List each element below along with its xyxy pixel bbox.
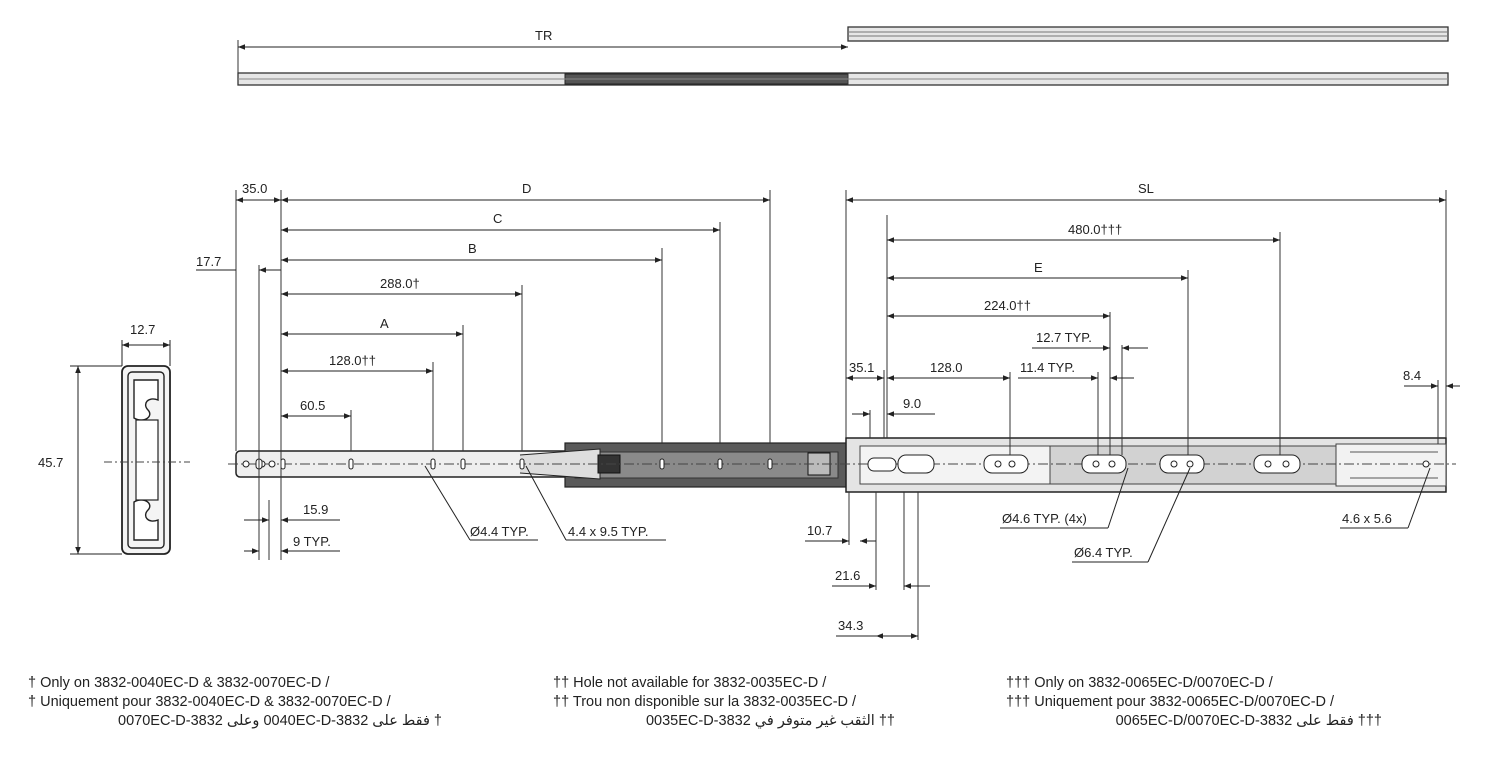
dim-sl: SL	[1138, 181, 1154, 196]
dim-8-4: 8.4	[1403, 368, 1421, 383]
dim-35-1: 35.1	[849, 360, 874, 375]
callout-slot-4-6x5-6: 4.6 x 5.6	[1342, 511, 1392, 526]
dim-15-9: 15.9	[303, 502, 328, 517]
callout-hole-4-4: Ø4.4 TYP.	[470, 524, 529, 539]
dim-tr: TR	[535, 28, 552, 43]
travel-view	[237, 26, 1449, 86]
footnote-line: ††† Uniquement pour 3832-0065EC-D/0070EC…	[1006, 694, 1335, 710]
dim-45-7: 45.7	[38, 455, 63, 470]
footnotes: † Only on 3832-0040EC-D & 3832-0070EC-D …	[0, 670, 1500, 768]
footnote-line: †† الثقب غير متوفر في 3832-0035EC-D	[645, 713, 895, 729]
dim-34-3: 34.3	[838, 618, 863, 633]
dim-11-4-typ: 11.4 TYP.	[1020, 360, 1075, 375]
dim-b: B	[468, 241, 477, 256]
slide-technical-drawing: TR 12.7 45.7	[38, 26, 1460, 640]
dim-288-0: 288.0†	[380, 276, 420, 291]
dim-10-7: 10.7	[807, 523, 832, 538]
dim-9-0: 9.0	[903, 396, 921, 411]
footnote-line: †† Hole not available for 3832-0035EC-D …	[553, 675, 827, 691]
dim-128-0-dagger: 128.0††	[329, 353, 376, 368]
callout-slot-4-4x9-5: 4.4 x 9.5 TYP.	[568, 524, 648, 539]
footnote-single-dagger: † Only on 3832-0040EC-D & 3832-0070EC-D …	[28, 674, 442, 731]
dim-12-7: 12.7	[130, 322, 155, 337]
footnote-triple-dagger: ††† Only on 3832-0065EC-D/0070EC-D / †††…	[1006, 674, 1382, 731]
footnote-line: † فقط على 3832-0040EC-D وعلى 3832-0070EC…	[118, 713, 442, 729]
outer-slots	[867, 454, 1430, 474]
dim-c: C	[493, 211, 502, 226]
upper-rail-extended	[847, 26, 1449, 42]
slide-side-view	[196, 190, 1460, 640]
dim-e: E	[1034, 260, 1043, 275]
dim-12-7-typ: 12.7 TYP.	[1036, 330, 1092, 345]
callout-hole-6-4: Ø6.4 TYP.	[1074, 545, 1133, 560]
dim-480-0: 480.0†††	[1068, 222, 1122, 237]
footnote-double-dagger: †† Hole not available for 3832-0035EC-D …	[553, 674, 895, 731]
dim-17-7: 17.7	[196, 254, 221, 269]
dim-35-0: 35.0	[242, 181, 267, 196]
dim-60-5: 60.5	[300, 398, 325, 413]
dim-128-0: 128.0	[930, 360, 963, 375]
dim-d: D	[522, 181, 531, 196]
footnote-line: † Uniquement pour 3832-0040EC-D & 3832-0…	[28, 694, 391, 710]
dim-9-typ: 9 TYP.	[293, 534, 331, 549]
dim-224-0: 224.0††	[984, 298, 1031, 313]
footnote-line: ††† فقط على 3832-0065EC-D/0070EC-D	[1115, 713, 1382, 729]
footnote-line: †† Trou non disponible sur la 3832-0035E…	[553, 694, 857, 710]
dim-21-6: 21.6	[835, 568, 860, 583]
cross-section	[70, 340, 190, 555]
dim-a: A	[380, 316, 389, 331]
footnote-line: † Only on 3832-0040EC-D & 3832-0070EC-D …	[28, 675, 330, 691]
footnote-line: ††† Only on 3832-0065EC-D/0070EC-D /	[1006, 675, 1273, 691]
callout-hole-4-6: Ø4.6 TYP. (4x)	[1002, 511, 1087, 526]
